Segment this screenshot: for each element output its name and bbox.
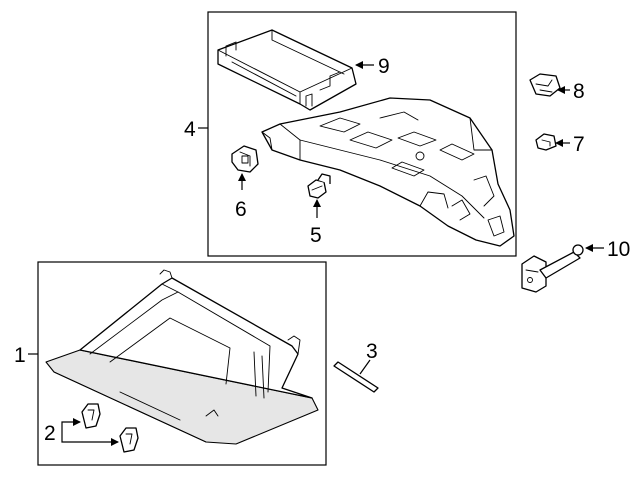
glove-box-housing-part [261, 97, 515, 247]
leader-3 [359, 359, 371, 375]
callout-6: 6 [235, 198, 247, 221]
callout-4: 4 [184, 118, 196, 141]
housing-assembly-frame [207, 11, 517, 257]
damper-part [521, 244, 584, 293]
callout-10: 10 [607, 238, 630, 261]
glove-box-frame [37, 261, 327, 466]
callout-8: 8 [573, 80, 585, 103]
bumper-clip-part-a [81, 403, 101, 429]
leader-2b [61, 432, 119, 446]
callout-7: 7 [573, 133, 585, 156]
callout-9: 9 [378, 55, 390, 78]
callout-3: 3 [366, 340, 378, 363]
bumper-clip-part-b [119, 427, 139, 453]
storage-tray-part [217, 29, 357, 111]
callout-2: 2 [44, 422, 56, 445]
small-clip-part [535, 133, 557, 151]
pivot-rod-part [333, 361, 379, 393]
glove-box-bin-part [45, 269, 319, 445]
push-pin-part [307, 173, 331, 199]
callout-1: 1 [14, 344, 26, 367]
bracket-clip-part [529, 73, 561, 97]
leader-2 [61, 418, 81, 432]
callout-5: 5 [310, 224, 322, 247]
latch-clip-part [231, 145, 259, 173]
